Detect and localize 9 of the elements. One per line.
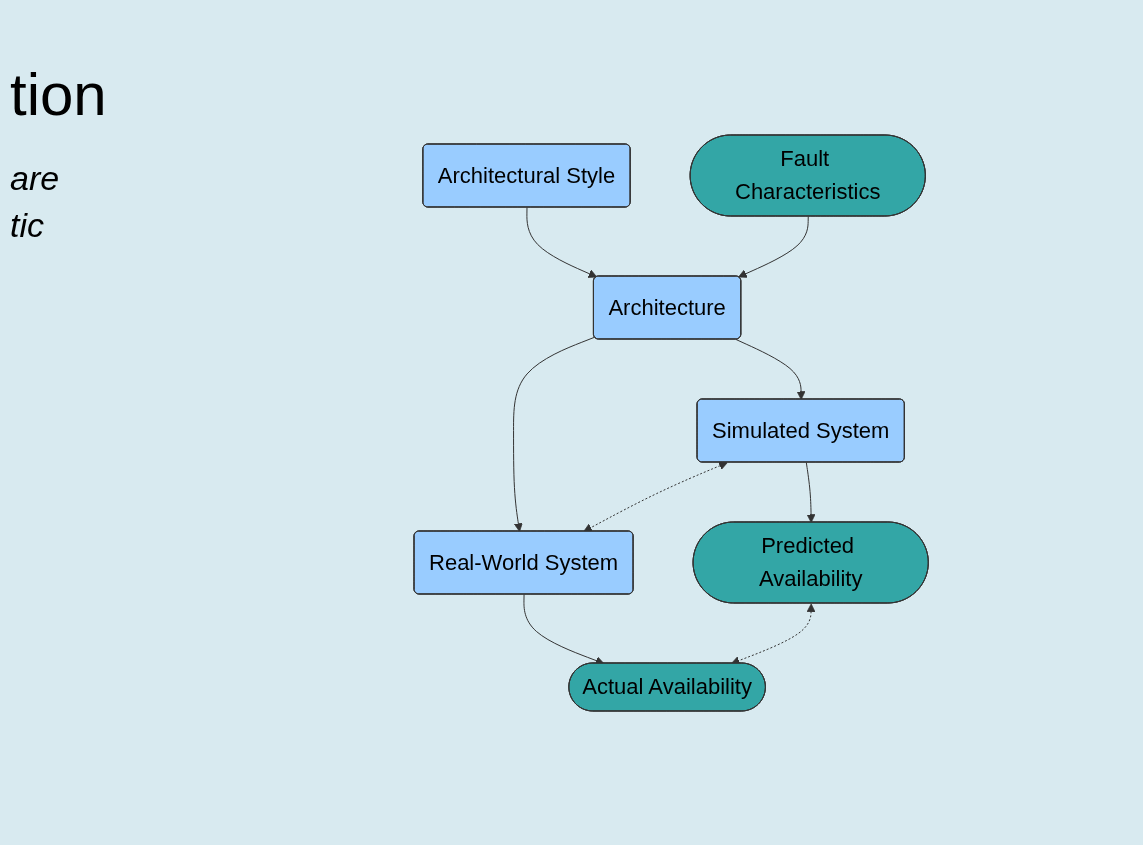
text-fragment: tic [10,206,45,245]
heading-fragment: tion [10,60,108,129]
arrow [738,215,810,278]
arrow [583,461,729,532]
arrow [806,461,816,523]
arrow [526,206,598,278]
text-fragment: are [10,159,61,198]
arrow [513,336,596,532]
arrow [735,338,806,400]
